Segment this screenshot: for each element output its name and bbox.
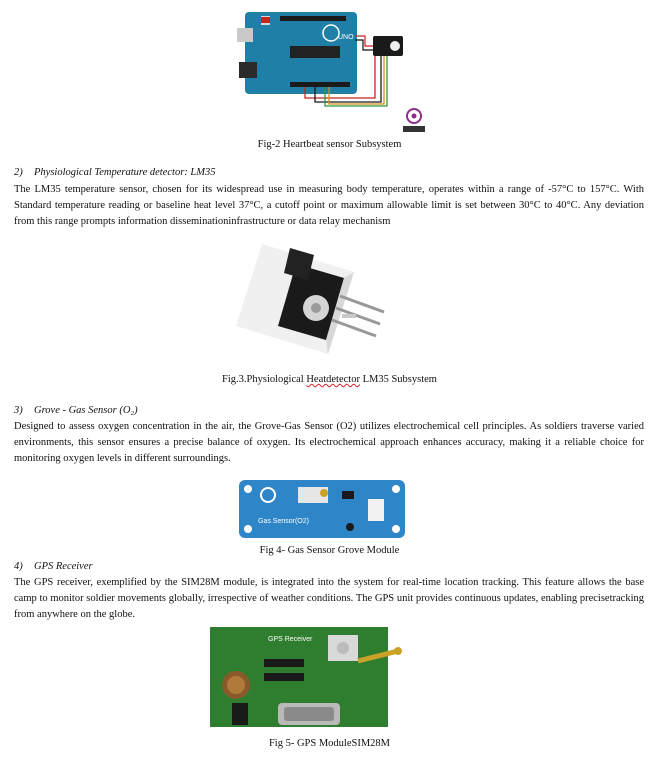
section-2-heading: 2) Physiological Temperature detector: LM… [14,167,216,178]
section-4-heading: 4) GPS Receiver [14,561,93,572]
figure-4-gas-sensor-image: Gas Sensor(O2) [239,480,405,538]
figure-3-lm35-image [236,244,385,354]
section-4-body: The GPS receiver, exemplified by the SIM… [14,577,644,621]
section-3-number: 3) [14,405,23,416]
figure-3-caption-misspelled-word: Heatdetector [306,374,360,385]
fig5-board-text: GPS Receiver [268,636,313,643]
section-3-title: Grove - Gas Sensor (O₂) [34,405,138,416]
figure-5-caption: Fig 5- GPS ModuleSIM28M [268,738,391,749]
figure-3-caption-start: Fig.3.Physiological [222,374,307,385]
fig2-board-text: UNO [338,34,354,41]
section-3-heading: 3) Grove - Gas Sensor (O₂) [14,405,138,416]
figure-3-caption: Fig.3.Physiological Heatdetector LM35 Su… [0,374,659,385]
section-2-body: The LM35 temperature sensor, chosen for … [14,184,644,228]
section-3-body: Designed to assess oxygen concentration … [14,421,644,465]
figure-3-caption-end: LM35 Subsystem [359,374,437,385]
section-4-title: GPS Receiver [34,561,93,572]
figure-5-gps-module-image: GPS Receiver [210,627,402,727]
section-4-number: 4) [14,561,23,572]
figure-2-arduino-heartbeat-image: UNO [237,12,425,132]
fig4-board-text: Gas Sensor(O2) [258,518,309,525]
figure-2-caption: Fig-2 Heartbeat sensor Subsystem [257,139,402,150]
section-2-number: 2) [14,167,23,178]
figure-4-caption: Fig 4- Gas Sensor Grove Module [259,545,400,556]
section-2-title: Physiological Temperature detector: LM35 [34,167,216,178]
